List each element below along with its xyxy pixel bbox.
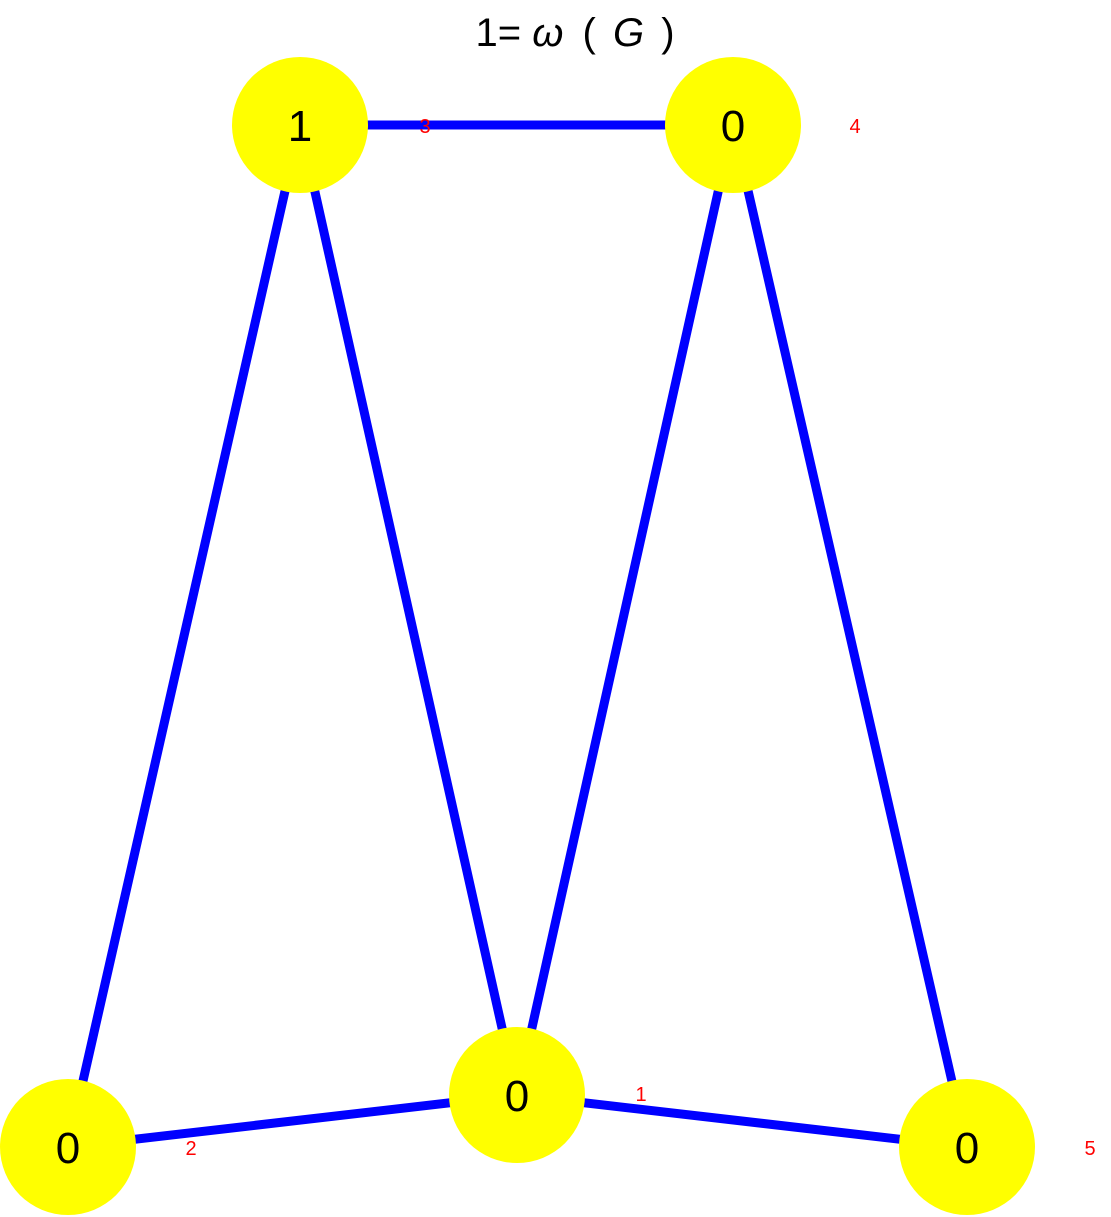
- node-circle: [232, 57, 368, 193]
- node-n5: 0: [899, 1079, 1035, 1215]
- node-id-label-n2: 2: [185, 1138, 196, 1160]
- node-n1: 0: [449, 1027, 585, 1163]
- node-circle: [899, 1079, 1035, 1215]
- node-circle: [665, 57, 801, 193]
- title-close-paren: ): [661, 11, 674, 55]
- title-open-paren: (: [582, 11, 596, 55]
- node-n4: 0: [665, 57, 801, 193]
- node-id-label-n3: 3: [419, 116, 430, 138]
- node-value-label: 0: [955, 1124, 979, 1173]
- edge-n3-n1: [295, 124, 522, 1096]
- node-value-label: 1: [288, 102, 312, 151]
- edge-n4-n5: [728, 123, 972, 1149]
- nodes-layer: 1 0 0 0 0: [0, 57, 1035, 1215]
- node-value-label: 0: [721, 102, 745, 151]
- title-prefix: 1=: [475, 11, 521, 55]
- edge-n1-n5: [516, 1090, 968, 1152]
- title-omega: ω: [532, 11, 563, 55]
- node-value-label: 0: [505, 1072, 529, 1121]
- node-circle: [449, 1027, 585, 1163]
- title-var: G: [613, 11, 644, 55]
- edge-n3-n2: [63, 124, 305, 1148]
- diagram-title: 1= ω ( G ): [475, 11, 674, 55]
- node-id-label-n5: 5: [1084, 1138, 1095, 1160]
- node-n2: 0: [0, 1079, 136, 1215]
- node-value-label: 0: [56, 1124, 80, 1173]
- node-id-label-n1: 1: [635, 1084, 646, 1106]
- edges-layer: [63, 120, 972, 1152]
- node-n3: 1: [232, 57, 368, 193]
- edge-n2-n1: [67, 1090, 518, 1152]
- node-id-label-n4: 4: [849, 116, 860, 138]
- node-circle: [0, 1079, 136, 1215]
- edge-n4-n1: [512, 124, 738, 1096]
- node-id-labels-layer: 3 4 2 1 5: [185, 116, 1095, 1160]
